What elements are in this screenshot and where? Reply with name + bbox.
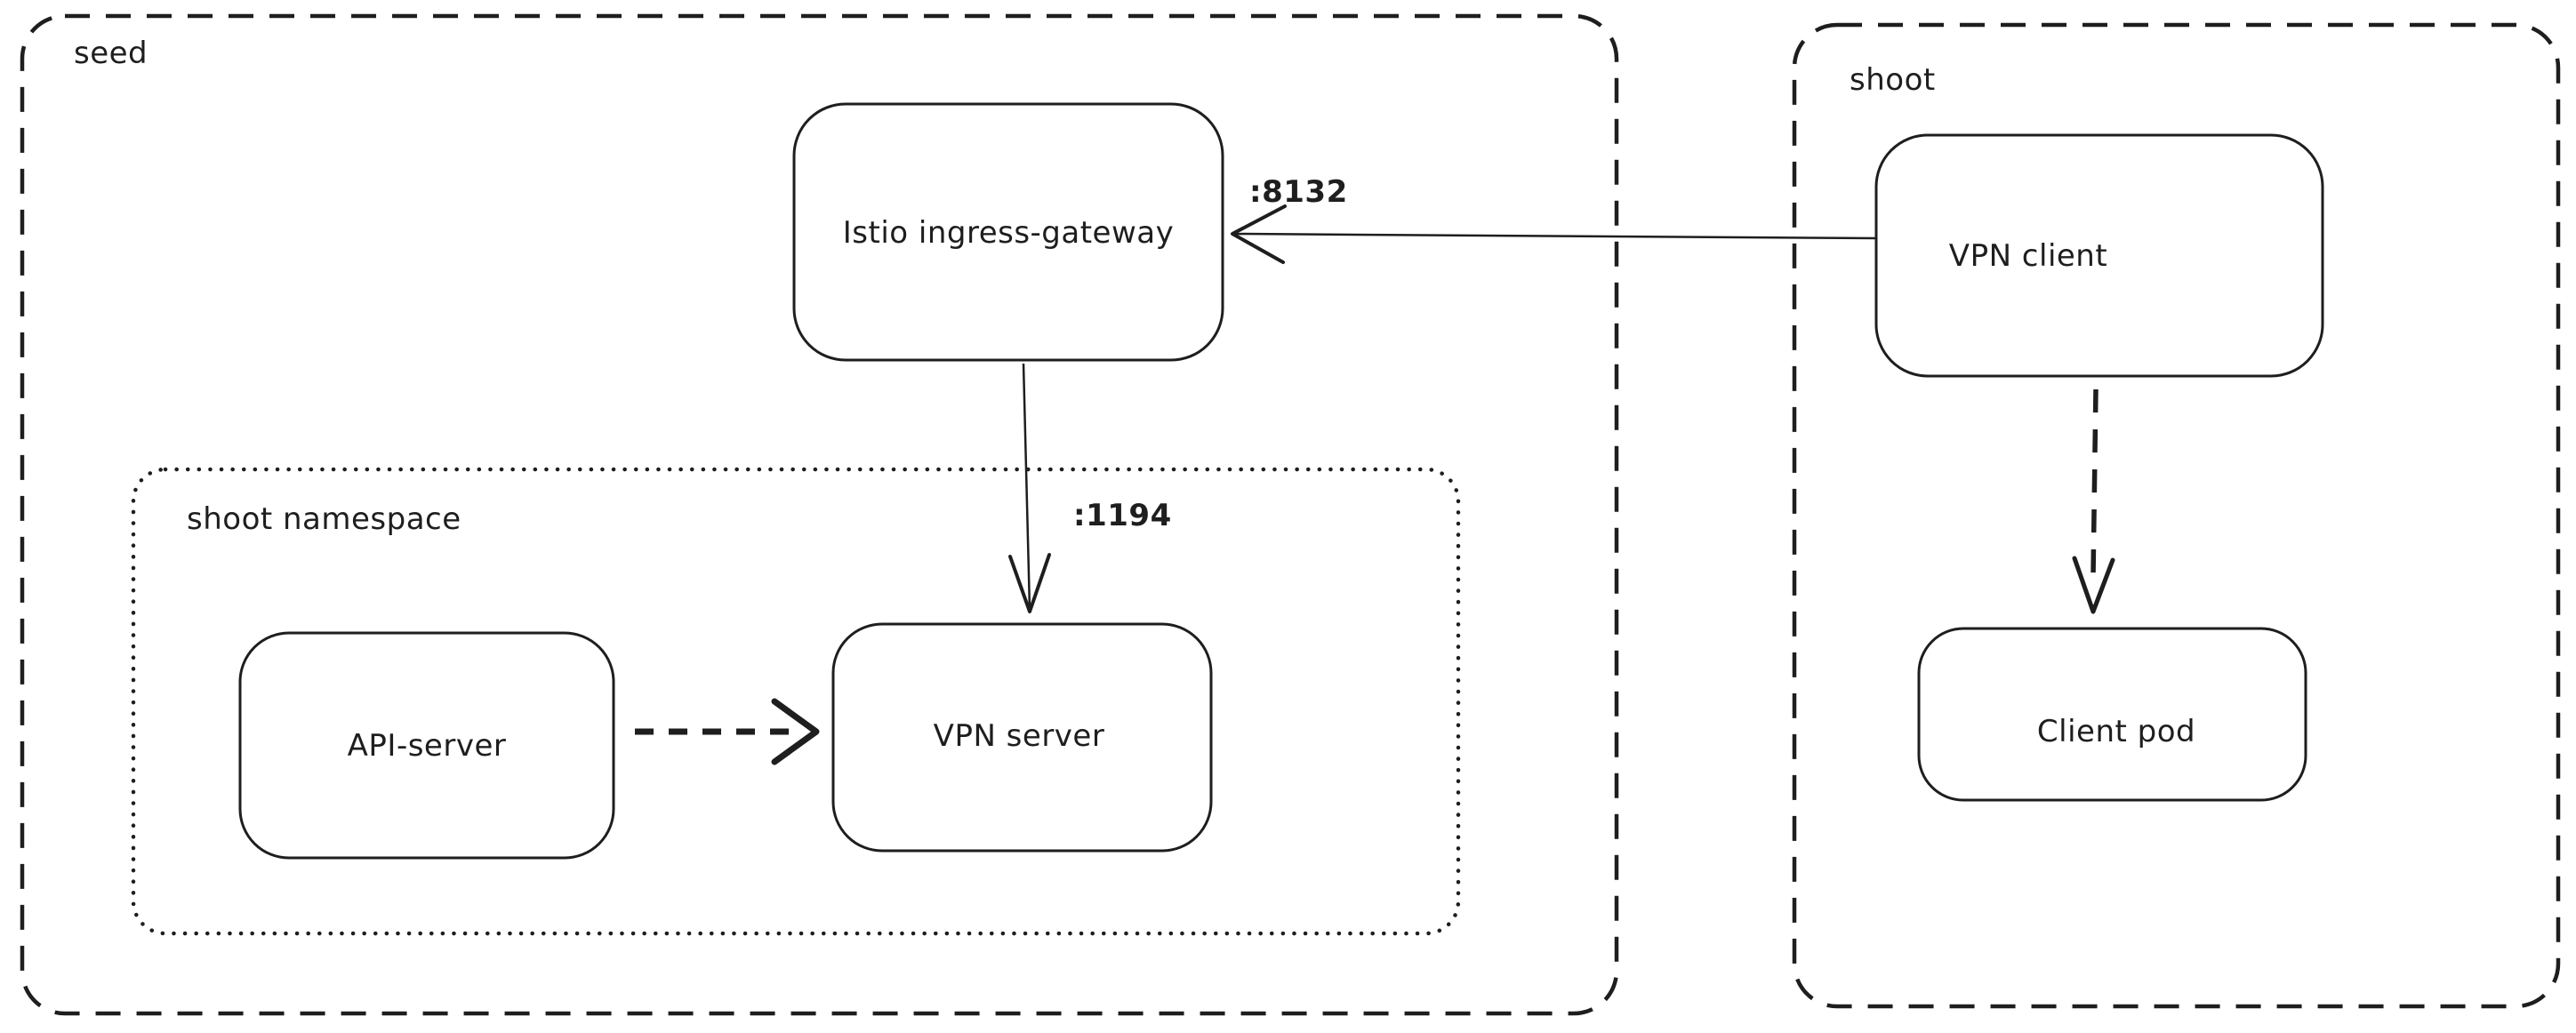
node-label-istio-ingress-gateway: Istio ingress-gateway [842,215,1175,251]
node-api-server-box [238,631,615,860]
group-shoot-namespace-border [131,467,1461,936]
edge-port-label-8132: :8132 [1249,174,1348,210]
node-vpn-client-box [1874,133,2324,378]
node-label-client-pod: Client pod [2036,714,2196,749]
node-client-pod-box [1917,627,2307,802]
node-label-api-server: API-server [347,728,507,764]
edge-vpn-client-to-client-pod [2072,388,2115,614]
group-label-shoot-namespace: shoot namespace [187,501,461,537]
group-seed-border [20,13,1619,1016]
edge-port-label-1194: :1194 [1073,498,1172,533]
arrowhead-down-dashed-icon [2072,556,2115,614]
arrowhead-down-icon [1008,553,1051,613]
edge-istio-to-vpn-server [1008,363,1051,613]
edge-vpn-client-to-istio [1231,204,1877,264]
edge-api-server-to-vpn-server [635,698,820,765]
group-shoot-border [1792,22,2561,1009]
arrowhead-right-icon [771,698,820,765]
node-istio-ingress-gateway-box [792,102,1224,362]
group-label-seed: seed [74,36,148,71]
node-label-vpn-client: VPN client [1948,238,2108,274]
node-label-vpn-server: VPN server [933,718,1105,754]
arrowhead-left-icon [1231,204,1287,264]
group-label-shoot: shoot [1850,62,1936,98]
node-vpn-server-box [831,622,1213,853]
